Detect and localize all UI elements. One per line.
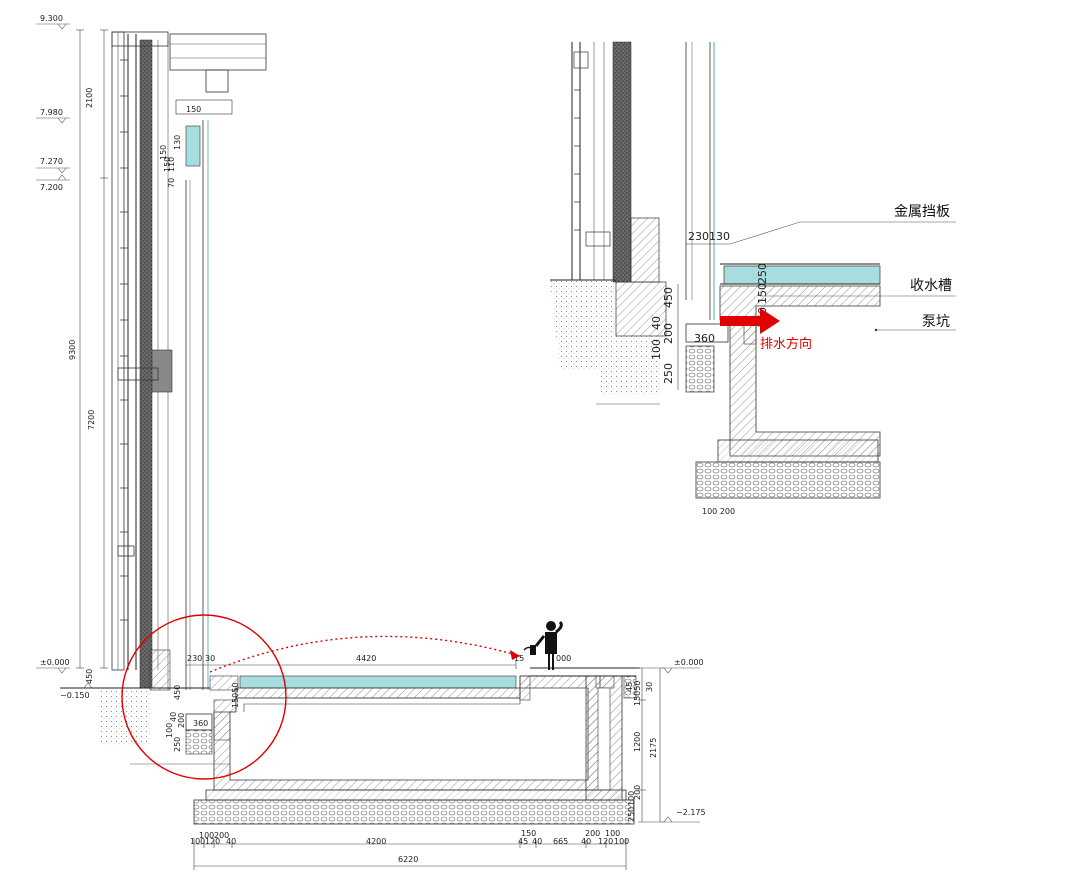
detail-dim-100: 100	[650, 339, 663, 360]
bdim-100b: 100	[190, 837, 205, 846]
level-zero: ±0.000	[40, 658, 70, 667]
bdim-120: 120	[205, 837, 220, 846]
dim-360: 360	[193, 719, 208, 728]
dim-45-right: 45	[625, 682, 634, 692]
level-7270: 7.270	[40, 157, 63, 166]
dim-100-pool: 100	[165, 723, 174, 738]
detail-dim-200: 200	[662, 323, 675, 344]
pool-section: 230 30 4420 15 000 360 450 40 200	[60, 654, 640, 825]
person-icon	[523, 620, 563, 670]
bdim-40: 40	[226, 837, 236, 846]
dim-130-v: 130	[173, 135, 182, 150]
level-zero-right: ±0.000	[674, 658, 704, 667]
dim-150-v2: 150	[159, 145, 168, 160]
level-7200: 7.200	[40, 183, 63, 192]
detail-dim-40: 40	[650, 316, 663, 330]
detail-dim-150: 150	[756, 283, 769, 304]
dim-15050-right: 15050	[633, 681, 642, 706]
dim-30-right: 30	[645, 682, 654, 692]
bdim-100: 100	[199, 831, 214, 840]
detail-dim-130: 130	[709, 230, 730, 243]
dim-000: 000	[556, 654, 571, 663]
level-markers: 9.300 7.980 7.270 7.200 ±0.000 −0.150	[36, 14, 96, 700]
dim-450-pool: 450	[173, 685, 182, 700]
detail-dim-360: 360	[694, 332, 715, 345]
dim-70-v: 70	[167, 178, 176, 188]
bdim-120b: 120	[598, 837, 613, 846]
detail-dim-230: 230	[688, 230, 709, 243]
bdim-150: 150	[521, 829, 536, 838]
dim-4420: 4420	[356, 654, 376, 663]
bdim-4200: 4200	[366, 837, 386, 846]
bdim-200: 200	[214, 831, 229, 840]
dim-200-right: 200	[633, 785, 642, 800]
dim-9300: 9300	[68, 340, 77, 360]
dim-150-top: 150	[186, 105, 201, 114]
dim-250-pool: 250	[173, 737, 182, 752]
level-7980: 7.980	[40, 108, 63, 117]
curtain-wall	[111, 31, 267, 691]
level-9300: 9.300	[40, 14, 63, 23]
label-metal-baffle: 金属挡板	[894, 204, 950, 220]
label-collection-trough: 收水槽	[910, 278, 952, 294]
detail-highlight	[121, 614, 521, 780]
bdim-200b: 200	[585, 829, 600, 838]
bdim-6220: 6220	[398, 855, 418, 864]
bdim-100d: 100	[614, 837, 629, 846]
level-minus2175: −2.175	[676, 808, 706, 817]
vertical-dimensions: 2100 9300 7200 450	[68, 29, 108, 684]
dim-450-left: 450	[85, 669, 94, 684]
bdim-40b: 40	[532, 837, 542, 846]
detail-dim-450: 450	[662, 287, 675, 308]
glass-wall: 150 150 130 70 110 150	[159, 99, 233, 690]
label-drain-direction: 排水方向	[760, 336, 812, 352]
dim-30: 30	[205, 654, 215, 663]
dim-2175-right: 2175	[649, 738, 658, 758]
bottom-dimensions: 100 200 100 120 40 4200 150 45 40 665 20…	[190, 829, 629, 870]
bdim-40c: 40	[581, 837, 591, 846]
detail-bottom-cut: 100 200	[702, 507, 735, 516]
level-minus0150: −0.150	[60, 691, 90, 700]
dim-230: 230	[187, 654, 202, 663]
dim-40-pool: 40	[169, 712, 178, 722]
dim-15050-pool: 15050	[231, 683, 240, 708]
dim-2100: 2100	[85, 88, 94, 108]
detail-dim-250b: 250	[756, 263, 769, 284]
dim-200-pool: 200	[177, 713, 186, 728]
dim-1200-right: 1200	[633, 732, 642, 752]
dim-7200: 7200	[87, 410, 96, 430]
dim-250-right: 250	[627, 807, 636, 822]
drain-arrow-icon	[720, 308, 780, 334]
bdim-100c: 100	[605, 829, 620, 838]
dim-15: 15	[514, 654, 524, 663]
right-levels: ±0.000 −2.175 45 15050 30 1200 2175 100 …	[625, 658, 706, 823]
bdim-665: 665	[553, 837, 568, 846]
dim-100-right: 100	[627, 791, 636, 806]
label-sump-pit: 泵坑	[922, 314, 950, 330]
dim-110-v: 110	[167, 157, 176, 172]
enlarged-detail: 230 130 450 40 200 100 250 360 250 150 1…	[550, 41, 956, 516]
dim-150-v: 150	[163, 157, 172, 172]
detail-dim-250: 250	[662, 363, 675, 384]
bdim-45: 45	[518, 837, 528, 846]
